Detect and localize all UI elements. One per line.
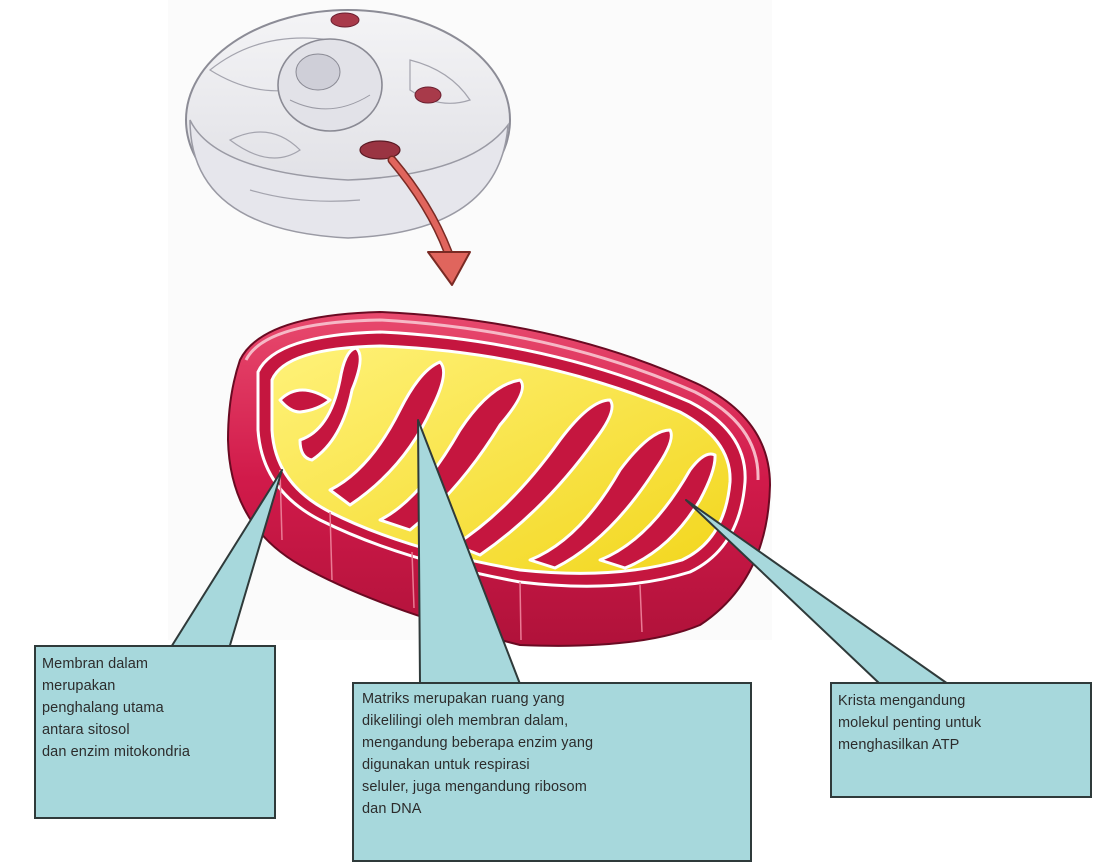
organelle-mitochondrion bbox=[415, 87, 441, 103]
label-line: merupakan bbox=[42, 675, 274, 697]
label-line: penghalang utama bbox=[42, 697, 274, 719]
label-line: Membran dalam bbox=[42, 653, 274, 675]
label-line: Matriks merupakan ruang yang bbox=[362, 688, 750, 710]
label-line: antara sitosol bbox=[42, 719, 274, 741]
cristae-label: Krista mengandung molekul penting untuk … bbox=[830, 682, 1092, 798]
label-line: seluler, juga mengandung ribosom bbox=[362, 776, 750, 798]
matrix-label: Matriks merupakan ruang yang dikelilingi… bbox=[352, 682, 752, 862]
organelle-mitochondrion bbox=[331, 13, 359, 27]
label-line: mengandung beberapa enzim yang bbox=[362, 732, 750, 754]
label-line: dan enzim mitokondria bbox=[42, 741, 274, 763]
label-line: dan DNA bbox=[362, 798, 750, 820]
label-line: Krista mengandung bbox=[838, 690, 1090, 712]
nucleus bbox=[278, 39, 382, 131]
label-line: digunakan untuk respirasi bbox=[362, 754, 750, 776]
inner-membrane-label: Membran dalam merupakan penghalang utama… bbox=[34, 645, 276, 819]
cell-cutaway bbox=[186, 10, 510, 238]
label-line: menghasilkan ATP bbox=[838, 734, 1090, 756]
label-line: dikelilingi oleh membran dalam, bbox=[362, 710, 750, 732]
label-line: molekul penting untuk bbox=[838, 712, 1090, 734]
